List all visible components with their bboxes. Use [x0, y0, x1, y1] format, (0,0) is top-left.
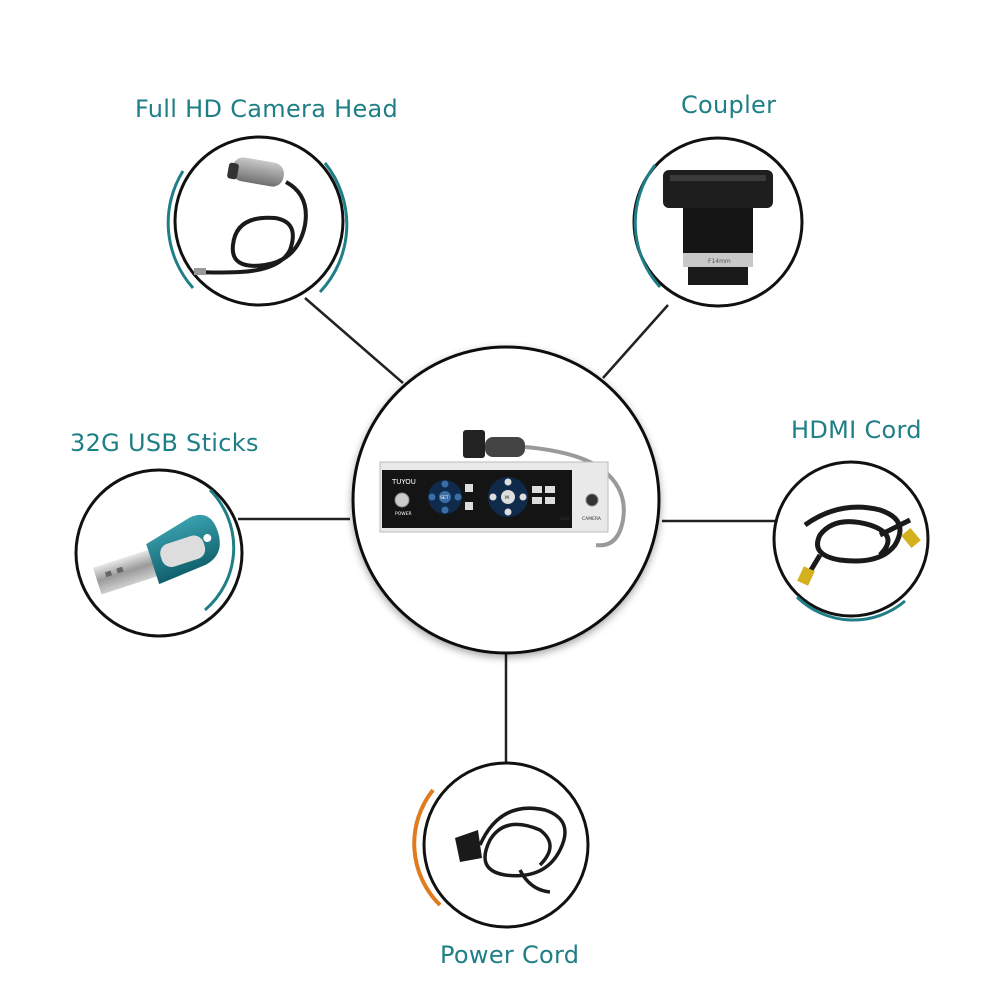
power-plug [455, 830, 482, 862]
camera-head-label: Full HD Camera Head [135, 95, 399, 123]
hdmi-plug-right [901, 528, 921, 548]
rdpad-left-button[interactable] [489, 493, 497, 501]
dpad-up-button[interactable] [441, 480, 449, 488]
camera-port-label: CAMERA [582, 516, 602, 522]
right-aux-button-4[interactable] [545, 497, 555, 504]
usb-node [74, 468, 244, 638]
usb-accent-arc [204, 488, 236, 612]
hdmi-plug-left [797, 566, 815, 586]
main-camera-head [463, 430, 626, 548]
connector-lines [238, 297, 776, 764]
usb-stick-image [92, 514, 220, 595]
power-node [412, 761, 590, 929]
power-label: POWER [395, 511, 412, 517]
line-camera [304, 297, 404, 384]
coupler-accent-arc [633, 164, 662, 289]
usb-port-label: USB [560, 516, 569, 522]
camera-head-accent-arc [166, 170, 195, 289]
right-aux-button[interactable] [532, 486, 542, 493]
menu-button[interactable] [501, 490, 515, 504]
set-button[interactable] [439, 491, 451, 503]
power-cord-image [478, 806, 567, 894]
dpad-down-button[interactable] [441, 506, 449, 514]
right-dpad: M [488, 477, 555, 517]
left-dpad: SET [428, 480, 473, 514]
coupler-image: F14mm [663, 170, 773, 285]
power-accent-arc [412, 788, 442, 907]
coupler-label: Coupler [681, 91, 777, 119]
rdpad-down-button[interactable] [504, 508, 512, 516]
dpad-left-button[interactable] [428, 493, 436, 501]
set-label: SET [440, 495, 449, 501]
camera-head-node [166, 135, 349, 307]
hdmi-accent-arc [795, 595, 906, 622]
left-aux-button[interactable] [465, 484, 473, 492]
line-coupler [602, 304, 669, 379]
hdmi-label: HDMI Cord [791, 416, 922, 444]
coupler-node: F14mm [632, 136, 804, 308]
menu-label: M [505, 495, 509, 501]
rdpad-up-button[interactable] [504, 478, 512, 486]
right-aux-button-3[interactable] [545, 486, 555, 493]
camera-head-image [194, 157, 308, 275]
power-cord-label: Power Cord [440, 941, 580, 969]
right-aux-button-2[interactable] [532, 497, 542, 504]
dpad-right-button[interactable] [454, 493, 462, 501]
left-aux-button-2[interactable] [465, 502, 473, 510]
main-unit-node: TUYOU POWER SET M U [351, 345, 661, 655]
hdmi-node [772, 460, 930, 622]
main-unit-brand: TUYOU [391, 478, 416, 486]
camera-head-accent-arc-right [318, 162, 349, 294]
coupler-lens-marking: F14mm [708, 258, 731, 265]
rdpad-right-button[interactable] [519, 493, 527, 501]
camera-port[interactable] [585, 493, 599, 507]
power-button[interactable] [394, 492, 410, 508]
usb-label: 32G USB Sticks [70, 429, 259, 457]
